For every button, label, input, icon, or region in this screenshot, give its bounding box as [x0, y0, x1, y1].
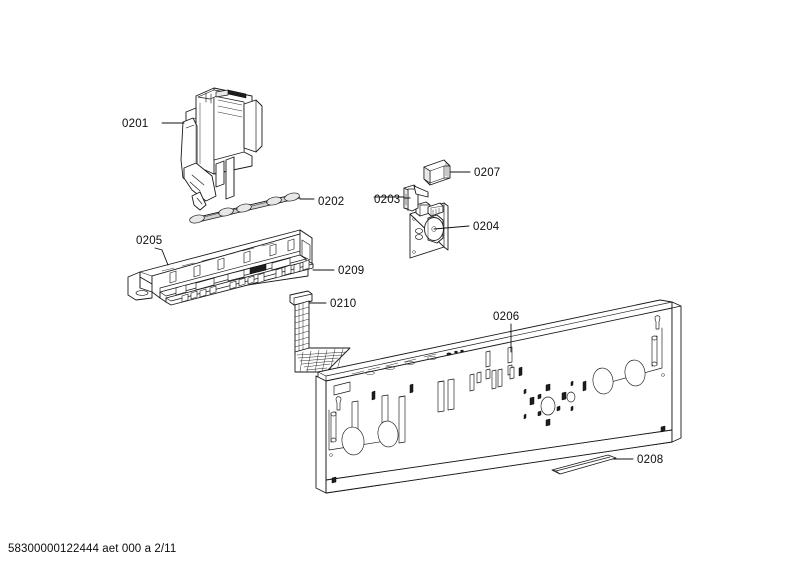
part-0203-cable-connector — [403, 184, 429, 212]
part-label-0201: 0201 — [122, 118, 148, 130]
panel-knob-cluster — [518, 366, 587, 427]
panel-mid-slots — [437, 366, 515, 413]
leader-0204 — [433, 225, 470, 230]
housing-components — [175, 257, 291, 296]
part-label-0207: 0207 — [474, 167, 500, 179]
part-0209-control-board — [165, 259, 314, 306]
part-0201-door-lock-assembly — [180, 87, 263, 211]
panel-right-features — [592, 315, 666, 433]
part-label-0210: 0210 — [330, 298, 356, 310]
part-label-0204: 0204 — [473, 221, 500, 233]
housing-ribs — [169, 238, 295, 284]
part-0205-control-panel-housing — [127, 229, 313, 303]
part-label-0202: 0202 — [318, 196, 344, 208]
leader-0203 — [373, 196, 411, 199]
part-0210-ribbon-cable — [289, 290, 351, 373]
housing-slots — [161, 242, 275, 272]
footer-document-id: 58300000122444 aet 000 a 2/11 — [8, 543, 176, 555]
part-0204-control-pcb — [409, 201, 449, 259]
part-0206-front-fascia-panel — [315, 299, 682, 494]
leader-0205 — [154, 247, 169, 266]
panel-display-window — [333, 381, 351, 396]
ribbon-bands — [294, 306, 310, 348]
part-label-0203: 0203 — [374, 194, 400, 206]
panel-top-slots — [351, 349, 464, 375]
part-0208-trim-strip — [551, 454, 617, 475]
board-pin-headers — [181, 259, 310, 303]
button-strip-keys — [189, 192, 300, 224]
panel-left-features — [328, 383, 414, 484]
part-0202-button-strip — [189, 192, 301, 224]
part-label-0206: 0206 — [493, 311, 519, 323]
ribbon-fanout-lines — [296, 348, 347, 373]
part-0207-knob-cap — [423, 159, 451, 186]
part-label-0205: 0205 — [136, 235, 162, 247]
part-label-0209: 0209 — [338, 265, 364, 277]
part-label-0208: 0208 — [637, 454, 663, 466]
